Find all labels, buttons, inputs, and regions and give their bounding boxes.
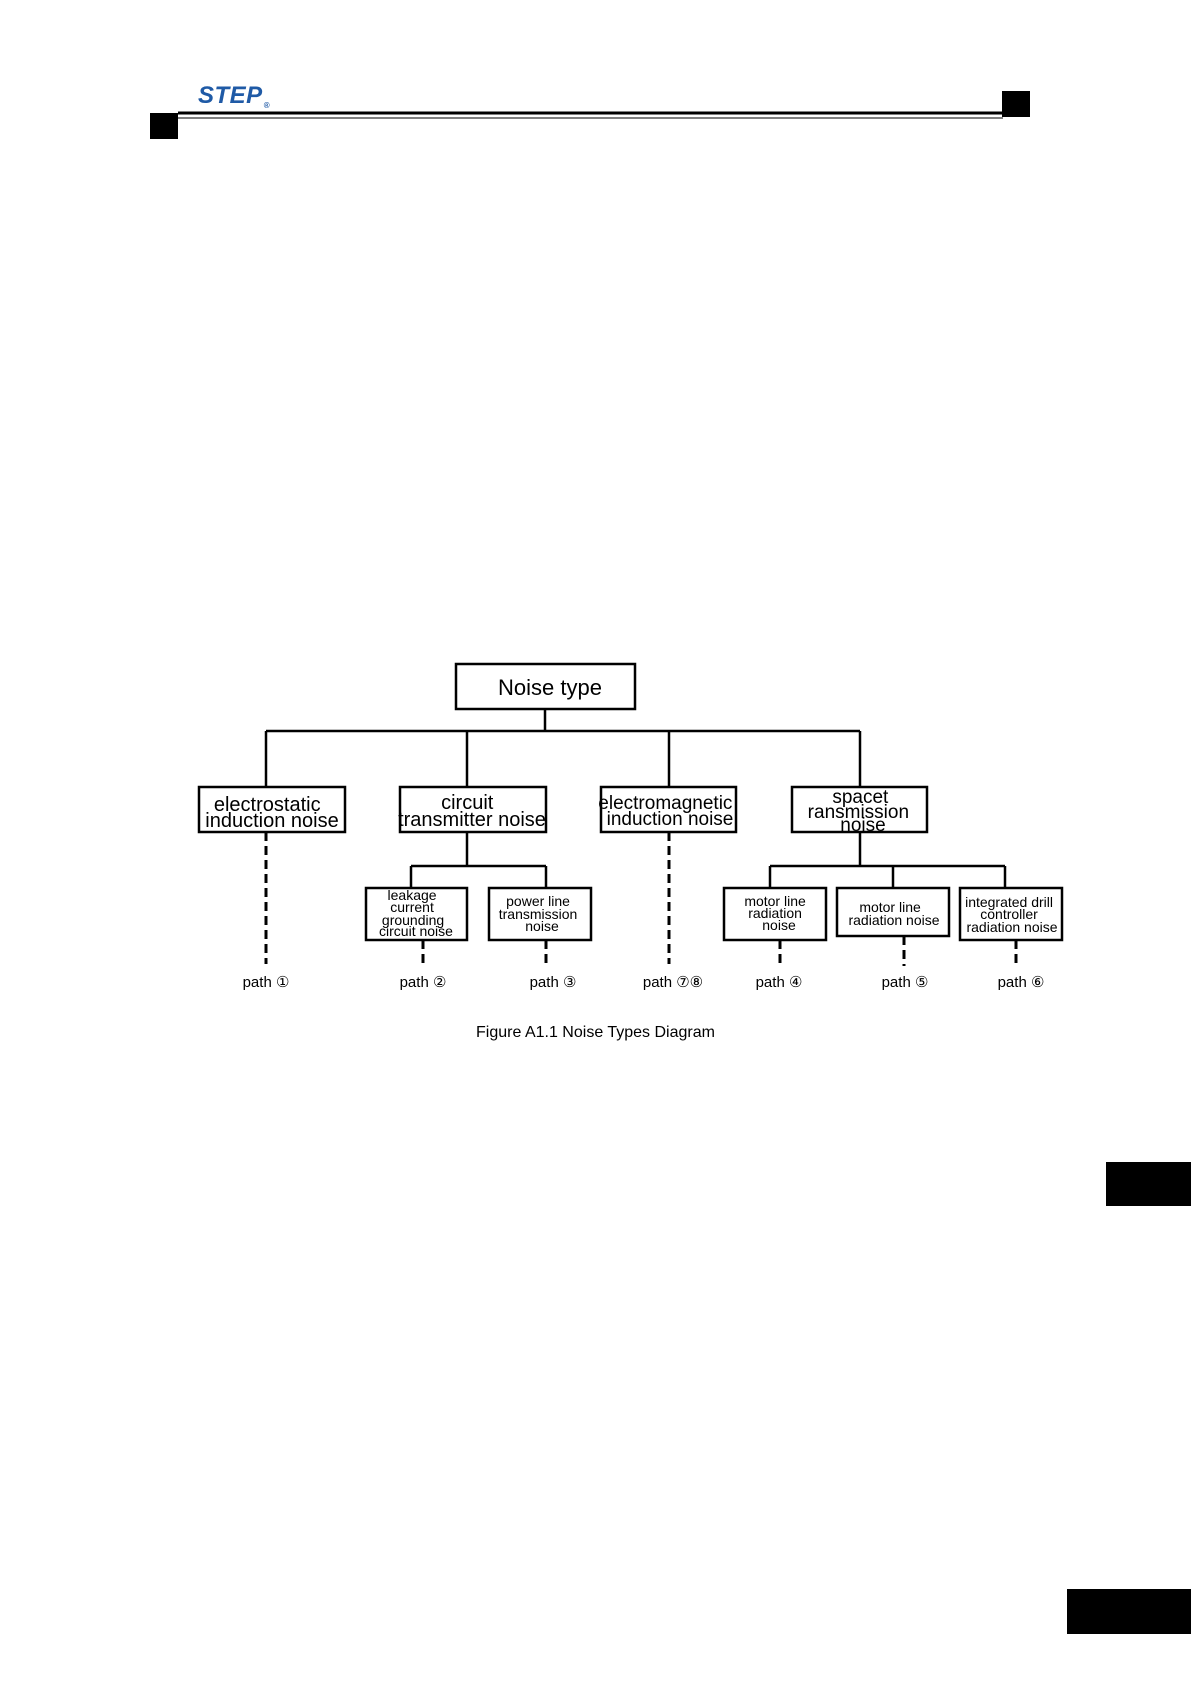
category-node: spacet ransmission noise: [790, 785, 929, 836]
category-box: [790, 785, 929, 834]
subtype-label: motor line radiation noise: [848, 899, 939, 928]
subtype-box: [722, 886, 828, 942]
registered-mark: ®: [263, 101, 271, 110]
category-box: [398, 785, 548, 834]
subtype-box: [958, 886, 1064, 942]
tree-connectors: [264, 709, 1007, 888]
subtype-box: [364, 886, 469, 942]
subtype-label-line: leakage: [388, 887, 437, 903]
subtype-label-line: radiation noise: [848, 912, 939, 928]
category-label-line: transmitter noise: [398, 809, 546, 831]
category-label: electromagnetic induction noise: [598, 793, 737, 830]
category-node: electromagnetic induction noise: [598, 785, 738, 834]
header-block-left: [150, 113, 178, 139]
subtype-node: power line transmission noise: [487, 886, 593, 942]
path-label-6: path ⑥: [998, 974, 1045, 991]
subtype-label-line: radiation: [748, 905, 802, 921]
category-node: circuit transmitter noise: [398, 785, 548, 834]
header-block-right: [1002, 91, 1030, 117]
subtype-label: power line transmission noise: [499, 893, 581, 934]
category-label: circuit transmitter noise: [398, 792, 546, 831]
category-label-line: noise: [840, 815, 885, 836]
side-tab-marker: [1106, 1162, 1191, 1206]
subtype-label-line: transmission: [499, 906, 578, 922]
root-node: Noise type: [454, 662, 637, 711]
step-logo: STEP®: [198, 82, 270, 110]
subtype-label-line: circuit noise: [379, 923, 453, 939]
subtype-node: leakage current grounding circuit noise: [364, 886, 469, 942]
path-label-78: path ⑦⑧: [643, 974, 703, 991]
path-leaders: [264, 832, 1018, 966]
category-box: [197, 785, 347, 834]
category-box: [599, 785, 738, 834]
subtype-label-line: noise: [525, 918, 559, 934]
figure-caption: Figure A1.1 Noise Types Diagram: [476, 1024, 715, 1041]
category-label-line: electrostatic: [214, 794, 321, 816]
subtype-label-line: noise: [762, 917, 796, 933]
subtype-label-line: current: [390, 899, 434, 915]
category-label-line: induction noise: [205, 810, 338, 832]
category-node: electrostatic induction noise: [197, 785, 347, 834]
category-label: spacet ransmission noise: [808, 787, 915, 836]
subtype-label-line: motor line: [744, 893, 806, 909]
subtype-node: motor line radiation noise: [835, 886, 951, 938]
category-label: electrostatic induction noise: [205, 794, 338, 832]
category-label-line: spacet: [832, 787, 889, 808]
subtype-label-line: controller: [980, 906, 1038, 922]
category-label-line: induction noise: [607, 809, 734, 830]
path-label-1: path ①: [243, 974, 290, 991]
page-corner-marker: [1067, 1589, 1191, 1634]
category-label-line: electromagnetic: [598, 793, 732, 814]
subtype-node: motor line radiation noise: [722, 886, 828, 942]
subtype-label-line: integrated drill: [965, 894, 1053, 910]
subtype-label-line: motor line: [859, 899, 921, 915]
subtype-node: integrated drill controller radiation no…: [958, 886, 1064, 942]
subtype-label-line: grounding: [382, 912, 444, 928]
path-label-4: path ④: [756, 974, 803, 991]
subtype-box: [835, 886, 951, 938]
root-box: [454, 662, 637, 711]
root-label: Noise type: [498, 675, 602, 700]
subtype-label: leakage current grounding circuit noise: [379, 887, 453, 939]
path-label-2: path ②: [400, 974, 447, 991]
path-label-3: path ③: [530, 974, 577, 991]
subtype-box: [487, 886, 593, 942]
subtype-label: motor line radiation noise: [744, 893, 809, 933]
category-label-line: circuit: [441, 792, 494, 814]
category-label-line: ransmission: [808, 802, 909, 823]
subtype-label-line: radiation noise: [966, 919, 1057, 935]
path-labels: path ① path ② path ③ path ⑦⑧ path ④ path…: [243, 974, 1045, 991]
path-label-5: path ⑤: [882, 974, 929, 991]
subtype-label-line: power line: [506, 893, 570, 909]
logo-text: STEP: [198, 82, 263, 109]
subtype-label: integrated drill controller radiation no…: [965, 894, 1058, 935]
